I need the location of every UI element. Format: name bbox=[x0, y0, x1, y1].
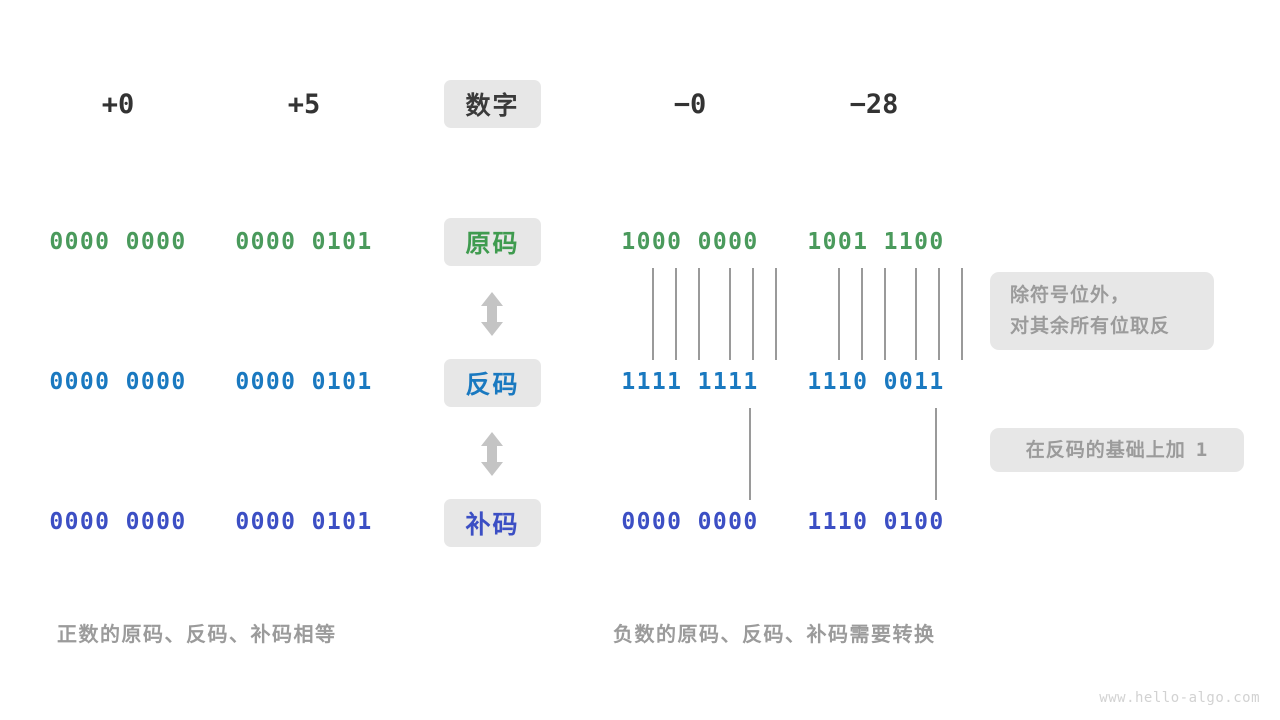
bit-connector-line bbox=[938, 268, 940, 360]
column-header-minus-twenty-eight: −28 bbox=[849, 88, 899, 120]
note-invert-bits-line1: 除符号位外， bbox=[1010, 284, 1131, 306]
value-twos-complement-plus-zero: 0000 0000 bbox=[49, 509, 187, 535]
bit-connector-line bbox=[752, 268, 754, 360]
value-sign-magnitude-plus-zero: 0000 0000 bbox=[49, 229, 187, 255]
bit-connector-line bbox=[698, 268, 700, 360]
value-twos-complement-minus-zero: 0000 0000 bbox=[621, 509, 759, 535]
value-sign-magnitude-plus-five: 0000 0101 bbox=[235, 229, 373, 255]
note-invert-bits-line2: 对其余所有位取反 bbox=[1010, 315, 1171, 337]
bit-connector-line bbox=[861, 268, 863, 360]
value-twos-complement-plus-five: 0000 0101 bbox=[235, 509, 373, 535]
value-ones-complement-minus-twenty-eight: 1110 0011 bbox=[807, 369, 945, 395]
watermark: www.hello-algo.com bbox=[1099, 690, 1260, 706]
value-ones-complement-plus-zero: 0000 0000 bbox=[49, 369, 187, 395]
column-header-plus-zero: +0 bbox=[101, 88, 135, 120]
column-header-minus-zero: −0 bbox=[673, 88, 707, 120]
row-header-label-number: 数字 bbox=[444, 80, 541, 128]
note-add-one: 在反码的基础上加 1 bbox=[990, 428, 1244, 472]
caption-positive: 正数的原码、反码、补码相等 bbox=[57, 622, 337, 646]
note-add-one-text: 在反码的基础上加 bbox=[1025, 438, 1186, 461]
lsb-connector-line bbox=[935, 408, 937, 500]
note-invert-bits: 除符号位外， 对其余所有位取反 bbox=[990, 272, 1214, 350]
value-ones-complement-minus-zero: 1111 1111 bbox=[621, 369, 759, 395]
up-down-arrow-icon-2 bbox=[479, 431, 505, 477]
column-header-plus-five: +5 bbox=[287, 88, 321, 120]
row-label-twos-complement: 补码 bbox=[444, 499, 541, 547]
lsb-connector-line bbox=[749, 408, 751, 500]
row-label-ones-complement: 反码 bbox=[444, 359, 541, 407]
bit-connector-line bbox=[652, 268, 654, 360]
value-ones-complement-plus-five: 0000 0101 bbox=[235, 369, 373, 395]
value-twos-complement-minus-twenty-eight: 1110 0100 bbox=[807, 509, 945, 535]
bit-connector-line bbox=[915, 268, 917, 360]
bit-connector-line bbox=[729, 268, 731, 360]
caption-negative: 负数的原码、反码、补码需要转换 bbox=[613, 622, 936, 646]
value-sign-magnitude-minus-twenty-eight: 1001 1100 bbox=[807, 229, 945, 255]
bit-connector-line bbox=[961, 268, 963, 360]
bit-connector-line bbox=[884, 268, 886, 360]
bit-connector-line bbox=[838, 268, 840, 360]
note-add-one-value: 1 bbox=[1195, 438, 1209, 461]
up-down-arrow-icon-1 bbox=[479, 291, 505, 337]
value-sign-magnitude-minus-zero: 1000 0000 bbox=[621, 229, 759, 255]
bit-connector-line bbox=[675, 268, 677, 360]
row-label-sign-magnitude: 原码 bbox=[444, 218, 541, 266]
bit-connector-line bbox=[775, 268, 777, 360]
